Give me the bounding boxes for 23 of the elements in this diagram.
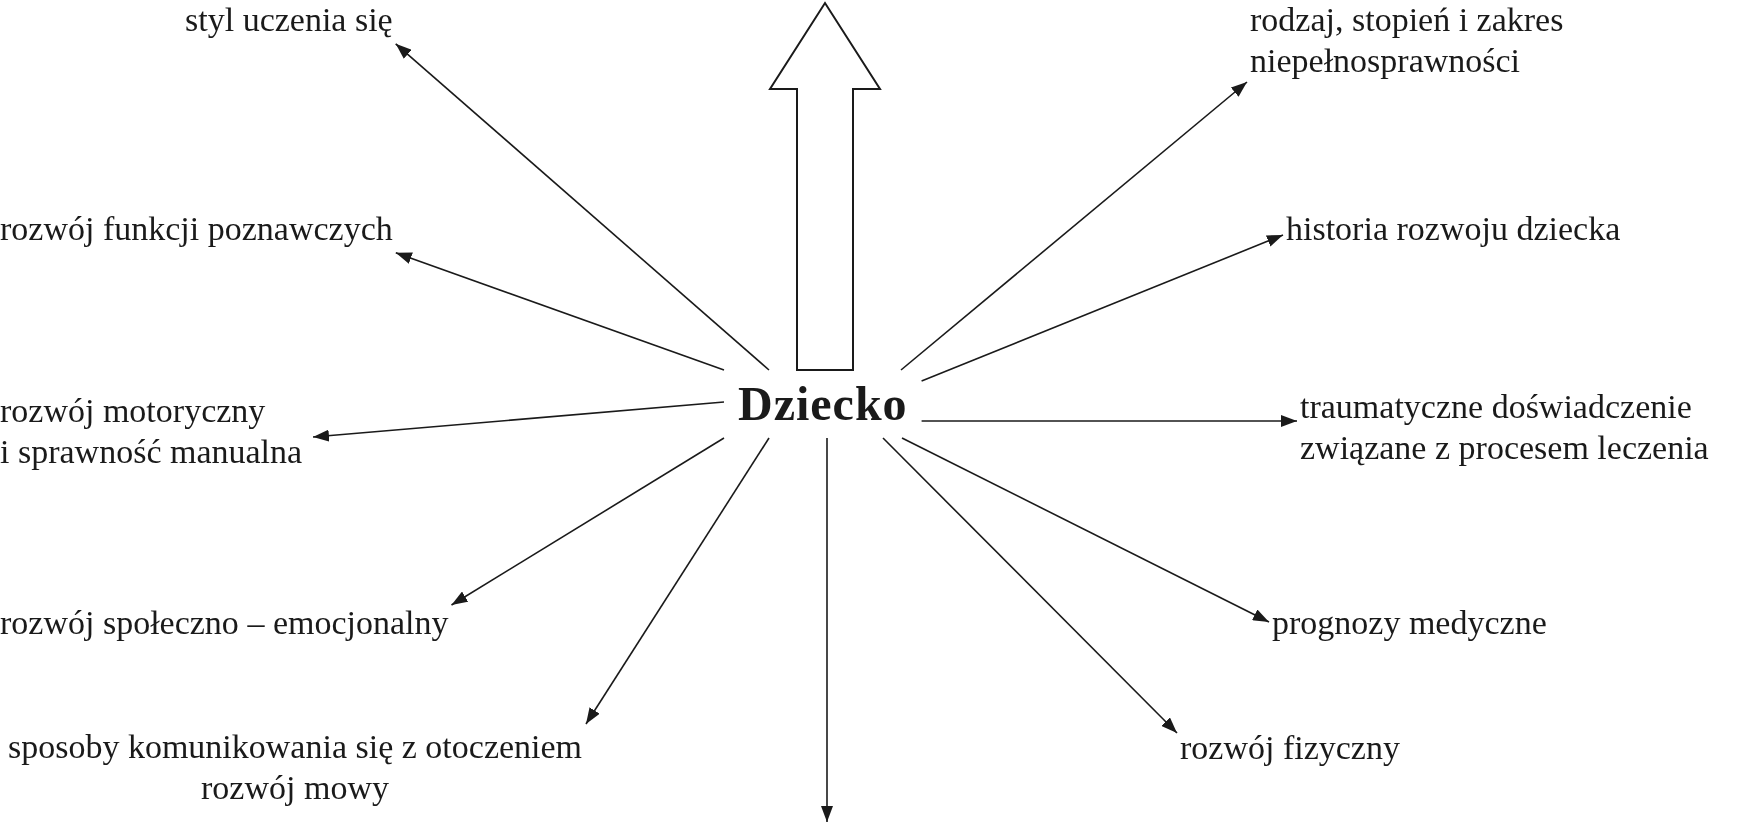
arrow bbox=[920, 415, 1298, 427]
arrow bbox=[394, 43, 770, 371]
arrow bbox=[882, 437, 1178, 734]
topic-label: historia rozwoju dziecka bbox=[1286, 209, 1621, 250]
arrow bbox=[450, 437, 725, 606]
topic-label: prognozy medyczne bbox=[1272, 603, 1547, 644]
arrow bbox=[901, 437, 1270, 623]
topic-label: traumatyczne doświadczenie związane z procesem leczenia bbox=[1300, 387, 1720, 469]
arrow bbox=[312, 401, 725, 442]
topic-label: rodzaj, stopień i zakres niepełnosprawności bbox=[1250, 0, 1580, 82]
arrow bbox=[585, 437, 770, 725]
topic-label: sposoby komunikowania się z otoczeniem rozwój mowy bbox=[0, 727, 590, 809]
topic-label: rozwój społeczno – emocjonalny bbox=[0, 603, 449, 644]
arrow bbox=[395, 252, 725, 371]
topic-label: rozwój motoryczny i sprawność manualna bbox=[0, 391, 310, 473]
topic-label: styl uczenia się bbox=[185, 0, 393, 41]
topic-label: rozwój fizyczny bbox=[1180, 728, 1400, 769]
topic-label: rozwój funkcji poznawczych bbox=[0, 209, 393, 250]
hub-label: Dziecko bbox=[724, 370, 922, 438]
arrow bbox=[900, 81, 1248, 371]
block-arrow bbox=[768, 1, 882, 371]
arrow bbox=[920, 234, 1284, 382]
arrow bbox=[821, 437, 833, 823]
